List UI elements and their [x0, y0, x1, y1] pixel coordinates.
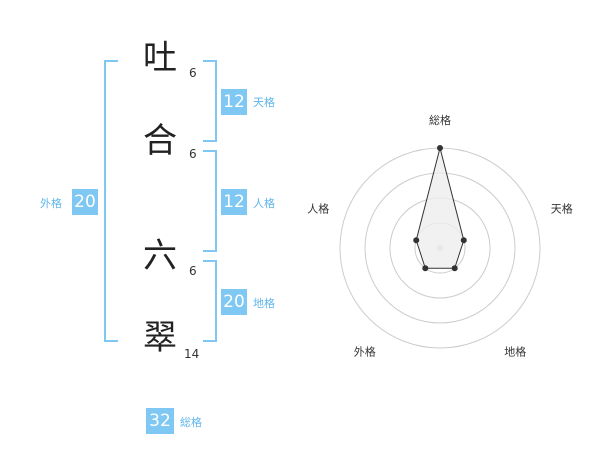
stroke-count-4: 14: [184, 347, 200, 361]
radar-axis-label-1: 総格: [429, 113, 451, 127]
chikaku-bracket: [203, 260, 217, 342]
radar-axis-label-5: 人格: [307, 201, 329, 215]
name-char-3: 六: [143, 236, 177, 276]
soukaku-score: 32: [146, 408, 174, 434]
gaikaku-score: 20: [72, 189, 98, 215]
chikaku-label: 地格: [253, 297, 275, 310]
radar-point-1: [437, 145, 443, 151]
radar-point-2: [460, 237, 467, 244]
gaikaku-label: 外格: [40, 197, 62, 210]
chikaku-score: 20: [221, 289, 247, 315]
gaikaku-bracket: [104, 60, 118, 342]
tenkaku-score: 12: [221, 89, 247, 115]
jinkaku-label: 人格: [253, 197, 275, 210]
radar-axis-label-2: 天格: [551, 201, 573, 215]
radar-point-5: [413, 237, 420, 244]
tenkaku-label: 天格: [253, 96, 275, 109]
jinkaku-score: 12: [221, 189, 247, 215]
radar-polygon: [415, 147, 465, 269]
name-char-4: 翠: [143, 318, 177, 358]
radar-point-4: [422, 265, 429, 272]
name-char-1: 吐: [143, 38, 177, 78]
soukaku-label: 総格: [180, 416, 202, 429]
tenkaku-bracket: [203, 60, 217, 142]
stroke-count-2: 6: [189, 147, 197, 161]
stroke-count-3: 6: [189, 264, 197, 278]
name-char-2: 合: [143, 121, 177, 161]
jinkaku-bracket: [203, 150, 217, 252]
stroke-count-1: 6: [189, 66, 197, 80]
radar-point-3: [451, 265, 458, 272]
radar-axis-label-4: 外格: [354, 345, 376, 359]
radar-axis-label-3: 地格: [504, 345, 526, 359]
